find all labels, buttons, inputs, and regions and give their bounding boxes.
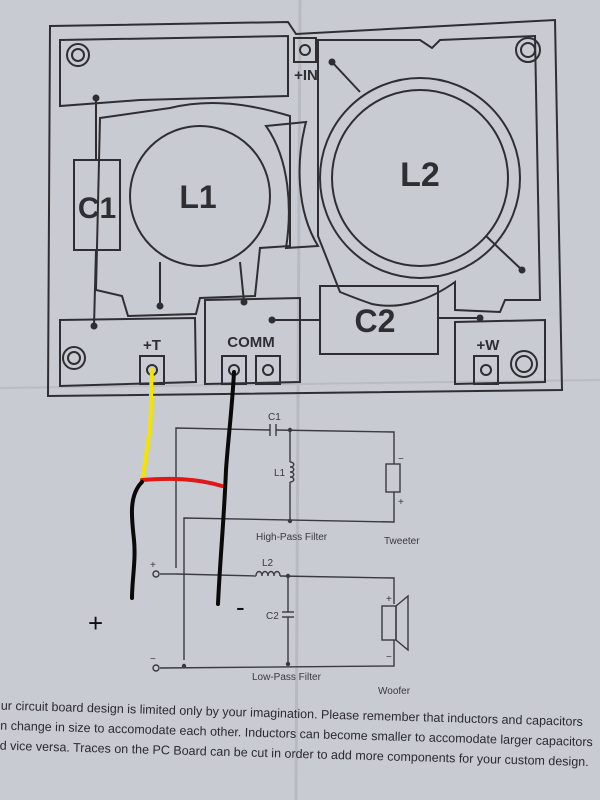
mount-hole-top-right [515, 37, 541, 63]
mount-hole-bottom-right [510, 350, 538, 378]
schematic-woofer-minus: − [386, 652, 392, 663]
schematic-junctions [181, 427, 293, 669]
trace-right [317, 34, 542, 314]
board-label-l2: L2 [400, 156, 440, 194]
board-label-l1: L1 [179, 179, 216, 215]
schematic-input-plus-terminal [152, 570, 160, 578]
schematic-tweeter [385, 463, 401, 493]
mount-hole-bottom-right-inner [515, 355, 533, 373]
pad-w-hole [480, 364, 492, 376]
trace-bottom-right [454, 318, 546, 386]
schematic-junction [285, 573, 291, 579]
l1-lead-right [239, 261, 245, 303]
schematic-input-minus-label: − [150, 654, 156, 665]
schematic-junction [287, 427, 293, 433]
black-wire-positive [129, 480, 144, 600]
pad-in-hole [299, 44, 311, 56]
mount-hole-bottom-left-inner [67, 351, 81, 365]
trace-top-left [59, 34, 289, 108]
schematic-label-woofer: Woofer [378, 686, 411, 697]
handwritten-minus: - [236, 592, 245, 622]
l1-coil [129, 125, 271, 267]
schematic-wire-lp-right [279, 575, 395, 604]
mount-hole-bottom-left [62, 346, 86, 370]
schematic-label-l2: L2 [262, 558, 274, 569]
pad-w [473, 355, 499, 385]
yellow-wire [140, 368, 154, 482]
l2-lead-bottom [485, 235, 523, 271]
board-outline [46, 18, 564, 398]
board-label-c1: C1 [78, 192, 116, 225]
schematic-label-l1: L1 [274, 468, 286, 479]
solder-dot [156, 302, 164, 310]
black-wire-negative [216, 370, 236, 606]
schematic-junction [285, 661, 291, 667]
board-label-w: +W [477, 337, 501, 354]
l2-coil-inner [331, 89, 509, 267]
pad-comm-2 [255, 355, 281, 385]
trace-bottom-left [59, 316, 198, 388]
solder-dot [92, 94, 100, 102]
schematic-wire-lp-top [175, 573, 257, 577]
board-label-in: +IN [294, 67, 318, 84]
schematic-tweeter-minus: − [398, 454, 404, 465]
schematic-woofer-cone [395, 594, 409, 652]
board-label-comm: COMM [227, 334, 275, 351]
schematic-input-minus-terminal [152, 664, 160, 672]
schematic-label-c2: C2 [266, 611, 279, 622]
schematic-woofer-plus: + [386, 594, 392, 605]
schematic-wire-hp-right [275, 429, 395, 464]
marker-wires [129, 368, 236, 606]
c1-lead-bottom [93, 249, 97, 327]
mount-hole-top-left [66, 43, 90, 67]
board-label-c2: C2 [355, 303, 396, 339]
solder-dot [328, 58, 336, 66]
l2-lead-top [331, 61, 361, 93]
handwritten-plus: + [88, 608, 103, 638]
solder-dot [268, 316, 276, 324]
schematic-wire-hp-top [175, 427, 271, 568]
solder-dot [90, 322, 98, 330]
schematic-wire-lp-return [159, 640, 395, 669]
mount-hole-top-left-inner [71, 48, 85, 62]
pad-comm-2-hole [262, 364, 274, 376]
board-label-t: +T [143, 337, 161, 354]
solder-dot [240, 298, 248, 306]
schematic-label-tweeter: Tweeter [384, 536, 420, 547]
solder-dot [476, 314, 484, 322]
mount-hole-top-right-inner [520, 42, 536, 58]
schematic-junction [287, 518, 293, 524]
schematic-tweeter-plus: + [398, 497, 404, 508]
schematic-l1-coil [289, 461, 295, 483]
schematic-junction [181, 663, 187, 669]
schematic-label-high-pass: High-Pass Filter [256, 532, 328, 543]
schematic-label-c1: C1 [268, 412, 281, 423]
schematic-label-low-pass: Low-Pass Filter [252, 672, 322, 683]
red-wire [140, 476, 224, 488]
trace-middle [94, 101, 291, 318]
l2-coil [319, 77, 521, 279]
solder-dot [518, 266, 526, 274]
pcb-layout [46, 18, 564, 398]
paper-fold-horizontal [0, 379, 600, 389]
trace-bottom-middle [204, 296, 301, 386]
schematic-l2-coil [255, 570, 281, 577]
trace-crescent [264, 120, 320, 250]
pad-in [293, 37, 317, 63]
schematic-input-plus-label: + [150, 560, 156, 571]
solder-dots [90, 58, 526, 330]
